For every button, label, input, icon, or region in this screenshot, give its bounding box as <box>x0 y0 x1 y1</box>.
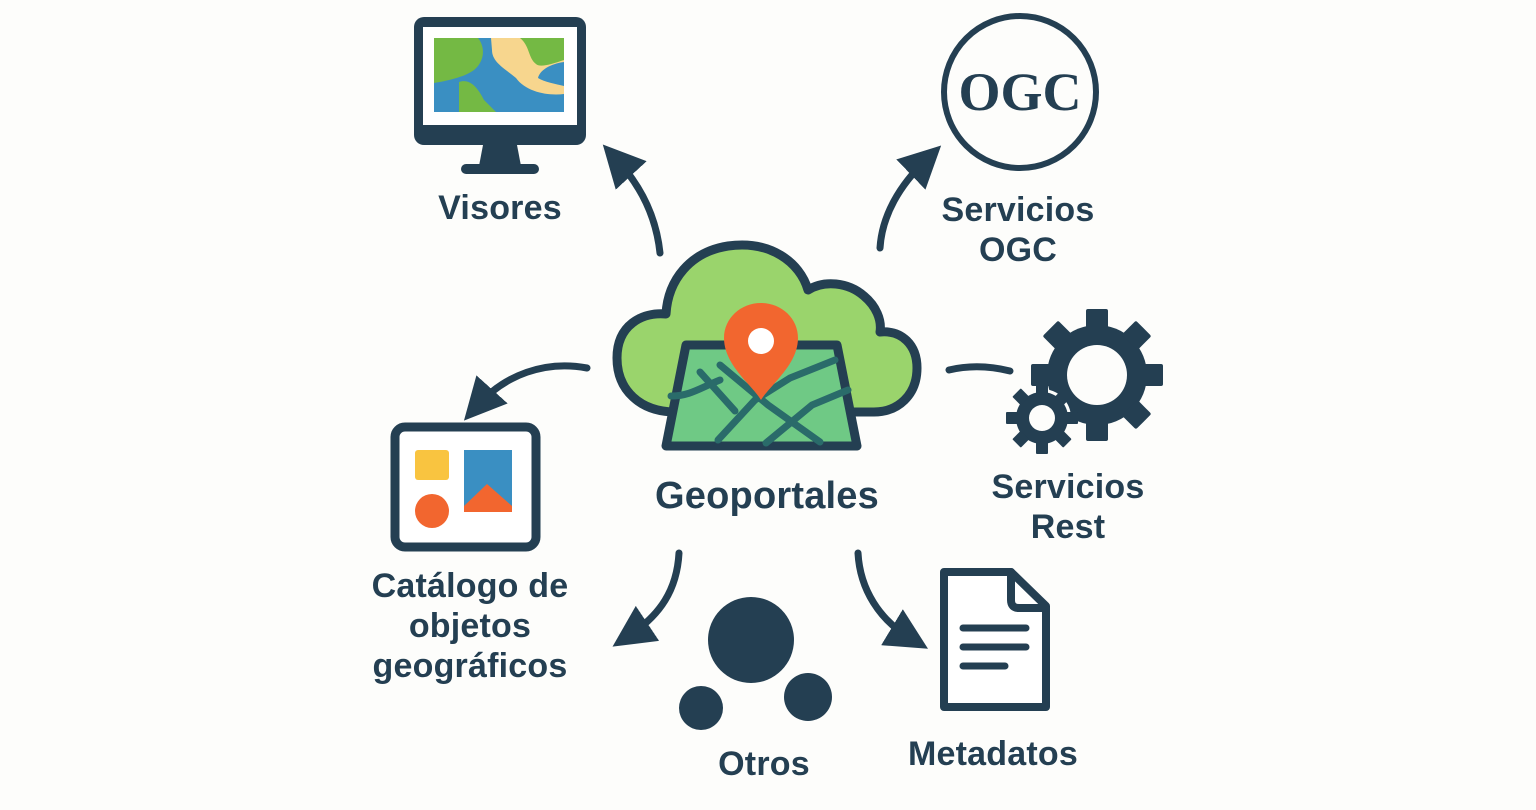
arrow-to-otros <box>612 549 683 647</box>
label-line: Servicios <box>941 191 1095 229</box>
node-label-otros: Otros <box>664 744 864 784</box>
label-line: Geoportales <box>655 475 879 517</box>
label-line: Otros <box>718 745 810 783</box>
center-label-geoportales: Geoportales <box>617 476 917 516</box>
ogc-icon-text: OGC <box>958 62 1081 122</box>
gears-icon <box>1006 309 1163 454</box>
label-line: geográficos <box>372 647 568 685</box>
monitor-map-icon <box>414 17 586 174</box>
label-line: Catálogo de <box>371 567 569 605</box>
three-circles-icon <box>679 597 832 730</box>
arrow-to-ogc <box>876 145 942 252</box>
label-line: Servicios <box>991 468 1145 506</box>
node-label-metadatos: Metadatos <box>883 734 1103 774</box>
cloud-map-pin-icon <box>612 240 922 451</box>
ogc-circle-icon: OGC <box>941 13 1099 171</box>
label-line: Rest <box>1030 508 1106 546</box>
connector-arrows <box>463 144 1014 649</box>
node-label-visores: Visores <box>400 188 600 228</box>
label-line: Visores <box>438 189 562 227</box>
document-icon <box>940 568 1050 711</box>
label-line: Metadatos <box>908 735 1078 773</box>
label-line: OGC <box>978 231 1058 269</box>
arrow-to-rest <box>945 363 1014 375</box>
catalog-shapes-icon <box>390 422 541 552</box>
arrow-to-catalogo <box>463 362 591 421</box>
node-label-servicios-ogc: Servicios OGC <box>918 190 1118 270</box>
arrow-to-metadatos <box>854 549 929 649</box>
node-label-catalogo: Catálogo de objetos geográficos <box>340 566 600 686</box>
label-line: objetos <box>408 607 532 645</box>
arrow-to-visores <box>602 144 664 257</box>
node-label-servicios-rest: Servicios Rest <box>968 467 1168 547</box>
